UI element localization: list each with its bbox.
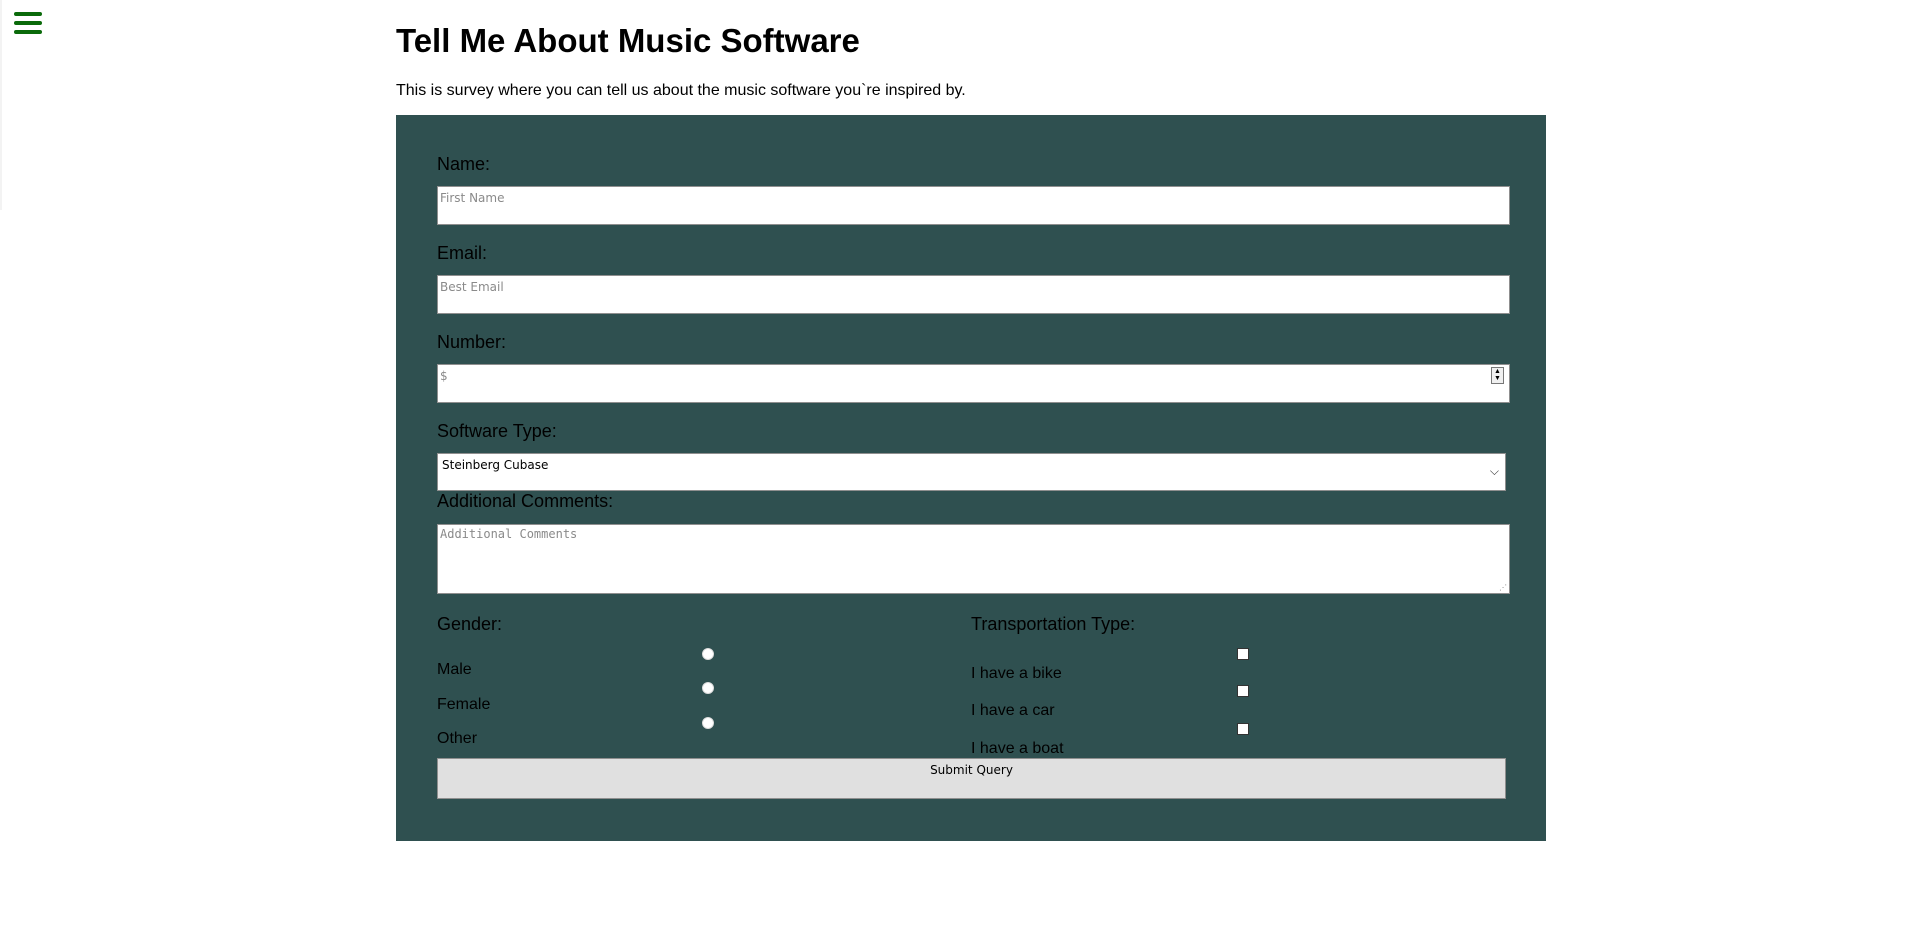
email-placeholder: Best Email <box>440 280 504 294</box>
page-title: Tell Me About Music Software <box>396 22 860 59</box>
comments-label: Additional Comments: <box>437 491 614 511</box>
number-input[interactable]: $ ▲▼ <box>437 364 1510 403</box>
chevron-down-icon: ⌵ <box>1489 464 1499 478</box>
sidebar-edge <box>0 0 2 210</box>
transport-label: Transportation Type: <box>971 614 1136 634</box>
gender-option-female: Female <box>437 696 491 713</box>
hamburger-menu-icon[interactable] <box>14 12 42 34</box>
number-spinner[interactable]: ▲▼ <box>1491 367 1504 384</box>
comments-placeholder: Additional Comments <box>440 527 578 541</box>
gender-radio-other[interactable] <box>702 717 714 729</box>
name-placeholder: First Name <box>440 191 505 205</box>
gender-radio-female[interactable] <box>702 682 714 694</box>
transport-option-boat: I have a boat <box>971 740 1064 757</box>
survey-form: Name: First Name Email: Best Email Numbe… <box>396 115 1546 841</box>
resize-grip-icon[interactable]: ⋰ <box>1499 583 1507 592</box>
main-container: Tell Me About Music Software This is sur… <box>396 0 1546 841</box>
number-placeholder: $ <box>440 369 448 383</box>
email-label: Email: <box>437 243 488 263</box>
name-input[interactable]: First Name <box>437 186 1510 225</box>
gender-radio-male[interactable] <box>702 648 714 660</box>
email-input[interactable]: Best Email <box>437 275 1510 314</box>
gender-option-male: Male <box>437 661 472 678</box>
transport-option-car: I have a car <box>971 702 1055 719</box>
software-label: Software Type: <box>437 421 557 441</box>
page-description: This is survey where you can tell us abo… <box>396 82 966 99</box>
number-label: Number: <box>437 332 507 352</box>
gender-option-other: Other <box>437 730 478 747</box>
name-label: Name: <box>437 154 491 174</box>
transport-checkbox-car[interactable] <box>1237 685 1249 697</box>
transport-checkbox-boat[interactable] <box>1237 723 1249 735</box>
software-select[interactable]: Steinberg Cubase ⌵ <box>437 453 1506 491</box>
comments-textarea[interactable]: Additional Comments ⋰ <box>437 524 1510 594</box>
transport-checkbox-bike[interactable] <box>1237 648 1249 660</box>
submit-button[interactable]: Submit Query <box>437 758 1506 799</box>
transport-option-bike: I have a bike <box>971 665 1062 682</box>
gender-label: Gender: <box>437 614 503 634</box>
software-selected: Steinberg Cubase <box>442 458 549 472</box>
